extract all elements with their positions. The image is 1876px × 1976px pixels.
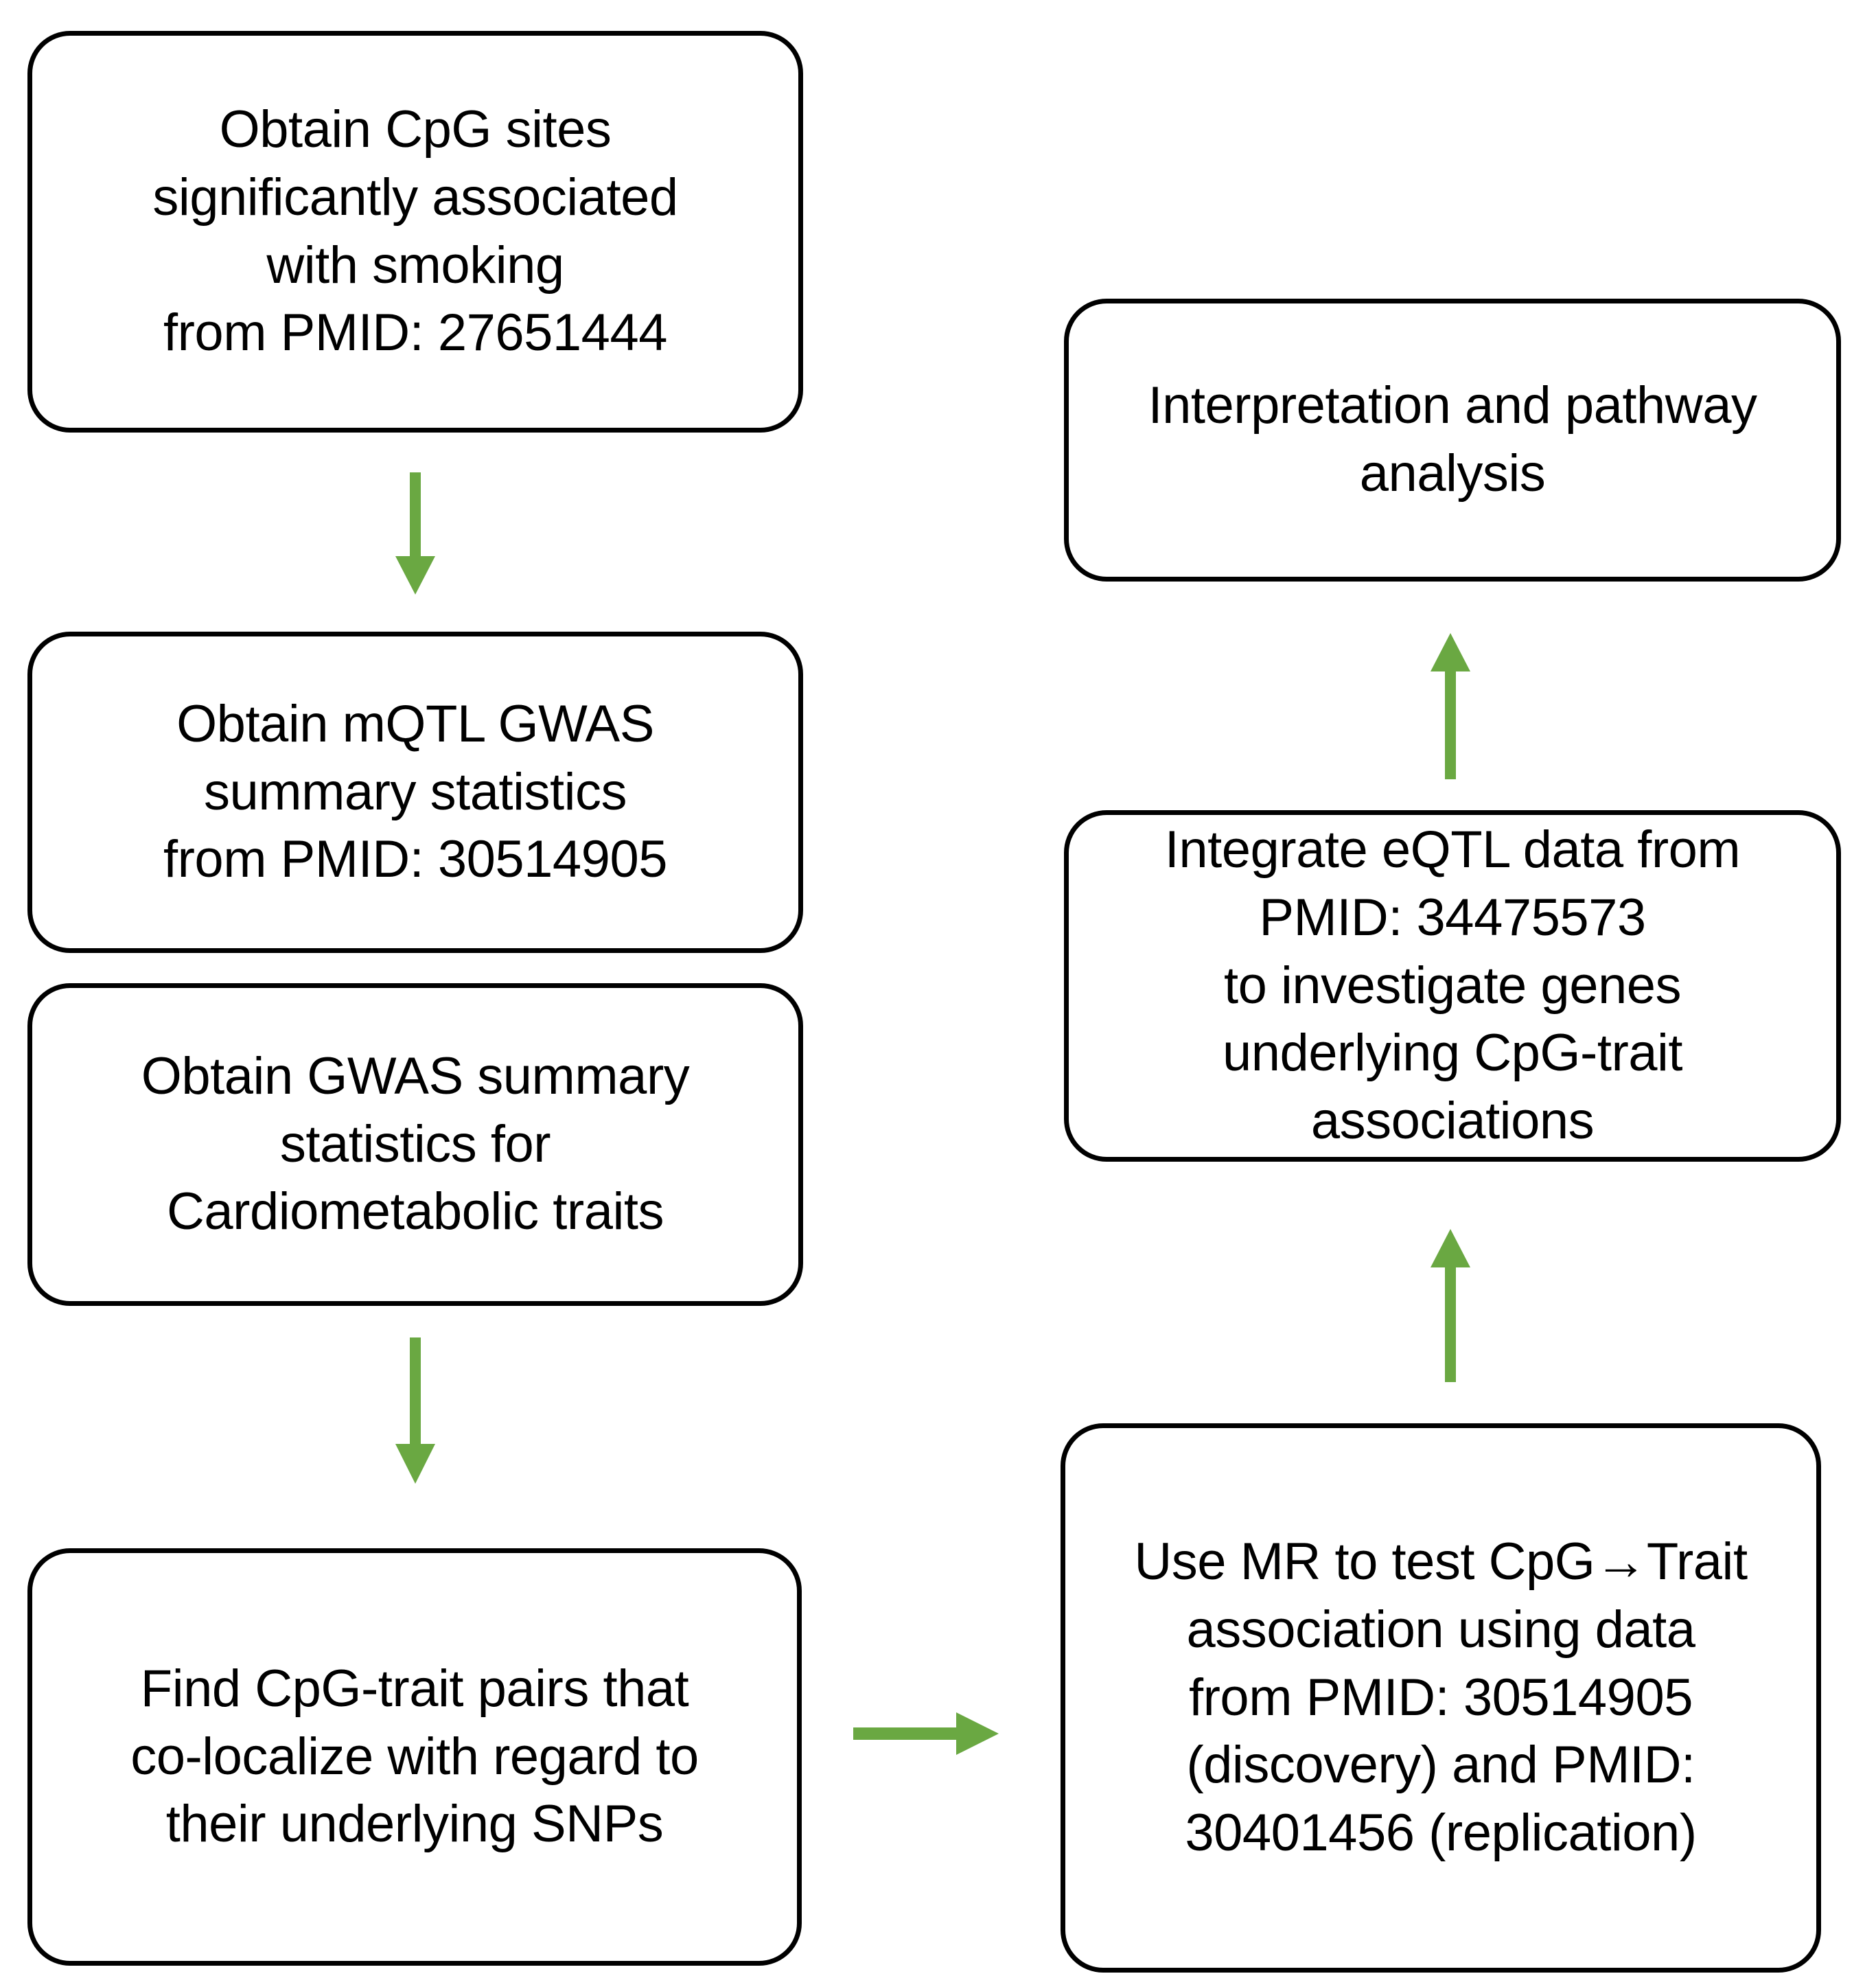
arrow-eqtl-integration-to-interpretation [1420,632,1481,779]
arrow-colocalization-to-mendelian-randomization [853,1703,1001,1765]
node-mqtl-gwas-label: Obtain mQTL GWAS summary statistics from… [163,694,668,889]
node-mendelian-randomization: Use MR to test CpG→Trait association usi… [1061,1423,1821,1973]
node-interpretation: Interpretation and pathway analysis [1064,299,1841,582]
node-colocalization-label: Find CpG-trait pairs that co-localize wi… [130,1659,699,1854]
node-colocalization: Find CpG-trait pairs that co-localize wi… [27,1548,802,1966]
node-interpretation-label: Interpretation and pathway analysis [1148,376,1757,503]
node-trait-gwas: Obtain GWAS summary statistics for Cardi… [27,983,803,1306]
node-cpg-sites-label: Obtain CpG sites significantly associate… [152,100,678,363]
node-mendelian-randomization-label: Use MR to test CpG→Trait association usi… [1134,1532,1748,1863]
node-cpg-sites: Obtain CpG sites significantly associate… [27,31,803,433]
node-trait-gwas-label: Obtain GWAS summary statistics for Cardi… [141,1046,690,1241]
arrow-mendelian-randomization-to-eqtl-integration [1420,1228,1481,1382]
node-mqtl-gwas: Obtain mQTL GWAS summary statistics from… [27,632,803,953]
node-eqtl-integration: Integrate eQTL data from PMID: 34475573 … [1064,810,1841,1162]
arrow-trait-gwas-to-colocalization [384,1337,446,1485]
node-eqtl-integration-label: Integrate eQTL data from PMID: 34475573 … [1164,820,1741,1151]
arrow-cpg-sites-to-mqtl-gwas [384,472,446,596]
